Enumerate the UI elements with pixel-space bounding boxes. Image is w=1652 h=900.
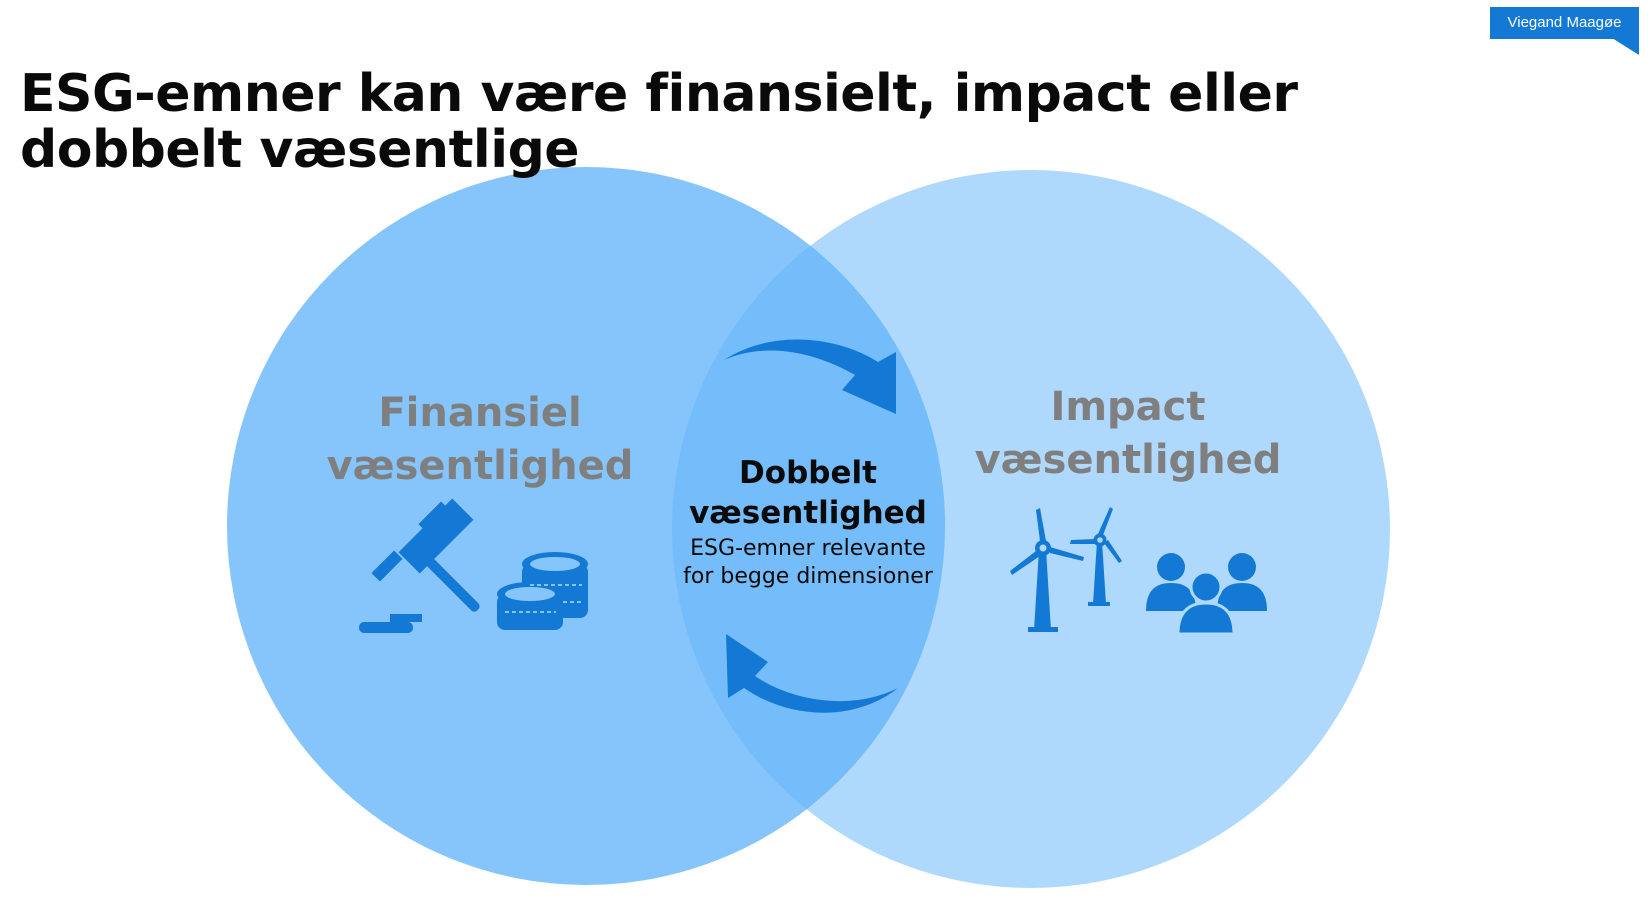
arrow-left-curved-icon	[726, 634, 898, 713]
overlap-sub-line2: for begge dimensioner	[683, 564, 934, 589]
right-label-line1: Impact	[1050, 384, 1205, 430]
coins-icon	[497, 552, 588, 630]
arrow-right-curved-icon	[724, 339, 896, 414]
left-label-line1: Finansiel	[378, 390, 581, 436]
overlap-label-line1: Dobbelt	[739, 455, 877, 491]
wind-turbine-icon	[1010, 507, 1122, 632]
brand-logo-tail	[1612, 38, 1639, 55]
page-title: ESG-emner kan være finansielt, impact el…	[20, 64, 1298, 180]
brand-logo: Viegand Maagøe	[1490, 7, 1639, 39]
gavel-icon	[359, 498, 480, 633]
right-label-line2: væsentlighed	[975, 437, 1282, 483]
left-label-line2: væsentlighed	[327, 443, 634, 489]
overlap-label-line2: væsentlighed	[689, 495, 927, 531]
people-group-icon	[1146, 553, 1267, 636]
overlap-sub-line1: ESG-emner relevante	[690, 536, 926, 561]
